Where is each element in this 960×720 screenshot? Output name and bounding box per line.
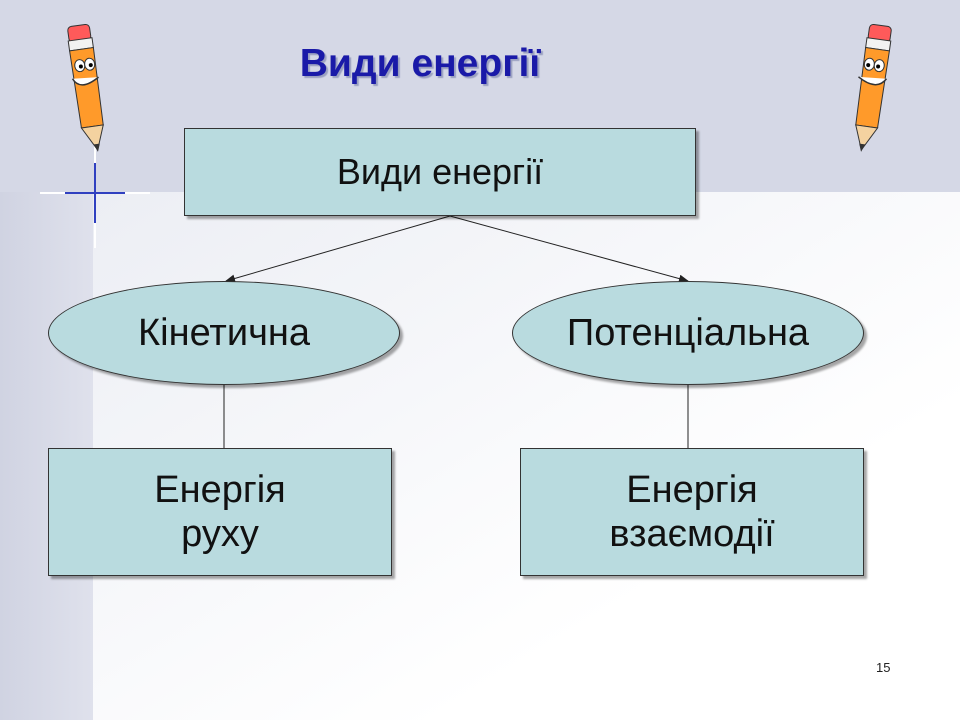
- potential-node: Потенціальна: [512, 281, 864, 385]
- slide-title: Види енергії: [299, 42, 541, 85]
- sparkle-icon: [40, 138, 150, 248]
- interaction-energy-line-2: взаємодії: [609, 513, 775, 555]
- motion-energy-line-2: руху: [181, 513, 259, 555]
- connector-arrow-right: [449, 215, 689, 283]
- root-node: Види енергії: [184, 128, 696, 216]
- interaction-energy-node: Енергія взаємодії: [520, 448, 864, 576]
- connector-arrow-left: [225, 215, 451, 283]
- motion-energy-node: Енергія руху: [48, 448, 392, 576]
- kinetic-node-label: Кінетична: [138, 311, 310, 354]
- page-number: 15: [876, 660, 891, 675]
- root-node-label: Види енергії: [336, 151, 544, 192]
- potential-node-label: Потенціальна: [566, 311, 810, 354]
- interaction-energy-line-1: Енергія: [626, 469, 758, 511]
- pencil-character-icon: [67, 23, 104, 152]
- pencil-character-icon: [855, 23, 892, 152]
- motion-energy-line-1: Енергія: [154, 469, 286, 511]
- kinetic-node: Кінетична: [48, 281, 400, 385]
